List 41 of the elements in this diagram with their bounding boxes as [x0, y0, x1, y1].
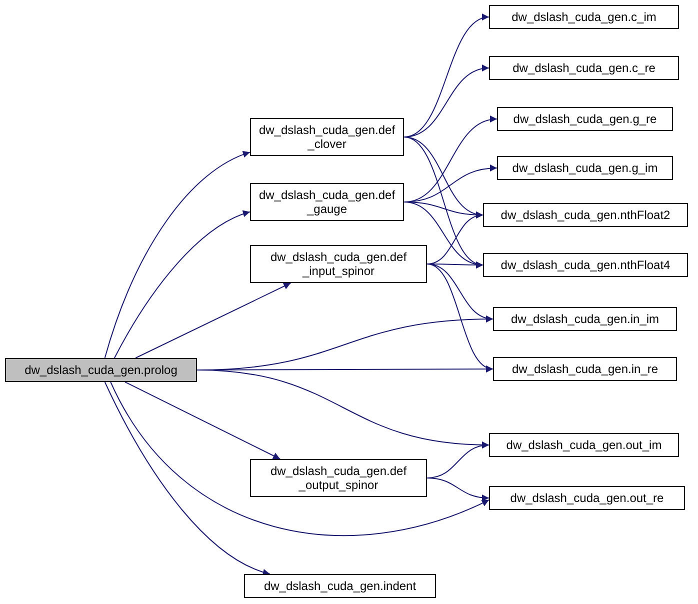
function-box — [250, 118, 404, 156]
function-box — [250, 459, 427, 497]
function-name: dw_dslash_cuda_gen.prolog — [24, 363, 178, 377]
function-box — [489, 5, 679, 29]
function-name: dw_dslash_cuda_gen.c_re — [512, 61, 656, 75]
arrow — [426, 264, 494, 322]
function-box — [493, 357, 677, 381]
arrow — [426, 478, 490, 502]
function-box — [250, 183, 404, 221]
arrow — [114, 210, 250, 358]
function-name: dw_dslash_cuda_gen.in_re — [512, 362, 658, 376]
function-name: dw_dslash_cuda_gen.out_re — [510, 491, 664, 505]
function-box — [497, 107, 673, 131]
function-box — [497, 156, 673, 180]
function-name: dw_dslash_cuda_gen.def _input_spinor — [269, 250, 408, 278]
function-box — [489, 486, 685, 510]
arrow — [426, 264, 494, 371]
arrow — [104, 382, 270, 576]
function-name: dw_dslash_cuda_gen.out_im — [506, 438, 662, 452]
function-name: dw_dslash_cuda_gen.in_im — [510, 312, 660, 326]
function-name: dw_dslash_cuda_gen.g_im — [512, 161, 658, 175]
function-box — [483, 253, 688, 277]
arrow — [104, 151, 250, 358]
function-box — [493, 307, 677, 331]
arrow — [124, 382, 281, 460]
function-box — [489, 433, 679, 457]
arrow — [110, 382, 490, 536]
function-name: dw_dslash_cuda_gen.nthFloat2 — [500, 208, 670, 222]
function-name: dw_dslash_cuda_gen.indent — [264, 579, 416, 593]
function-name: dw_dslash_cuda_gen.def _clover — [258, 123, 396, 151]
function-box — [250, 245, 427, 283]
function-name: dw_dslash_cuda_gen.nthFloat4 — [500, 258, 670, 272]
function-box — [489, 56, 679, 80]
function-name: dw_dslash_cuda_gen.g_re — [513, 112, 657, 126]
function-name: dw_dslash_cuda_gen.def _gauge — [258, 188, 396, 216]
function-box — [244, 574, 436, 598]
function-name: dw_dslash_cuda_gen.def _output_spinor — [269, 464, 408, 492]
function-name: dw_dslash_cuda_gen.c_im — [512, 10, 656, 24]
function-box-highlighted — [5, 358, 197, 382]
function-box — [483, 203, 688, 227]
arrow — [135, 282, 292, 358]
